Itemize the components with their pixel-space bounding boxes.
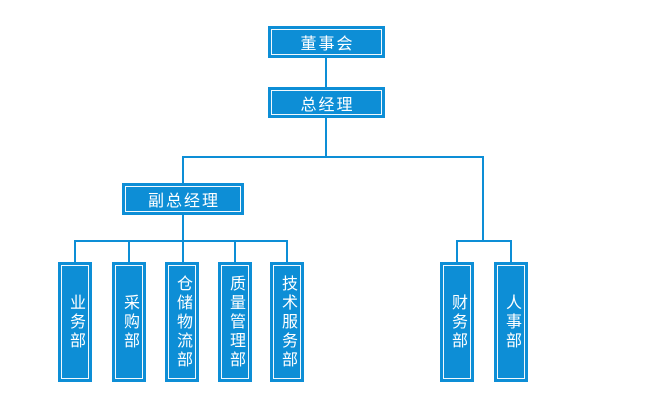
connector-deputy-gm-down (182, 214, 184, 242)
connector-stub-finance-dept (456, 240, 458, 262)
org-node-hr-dept: 人事部 (494, 262, 528, 382)
connector-stub-warehouse-logistics-dept (182, 240, 184, 262)
connector-stub-quality-management-dept (234, 240, 236, 262)
connector-stub-technical-service-dept (286, 240, 288, 262)
org-node-deputy-general-manager-label: 副总经理 (147, 193, 220, 210)
org-node-general-manager: 总经理 (268, 87, 385, 118)
org-node-quality-management-dept: 质量管理部 (218, 262, 252, 382)
org-node-warehouse-logistics-dept-label: 仓储物流部 (174, 274, 191, 370)
org-node-quality-management-dept-label: 质量管理部 (227, 274, 244, 370)
org-node-warehouse-logistics-dept: 仓储物流部 (165, 262, 199, 382)
org-node-general-manager-label: 总经理 (300, 96, 355, 114)
org-node-purchasing-dept: 采购部 (112, 262, 146, 382)
connector-stub-business-dept (74, 240, 76, 262)
connector-stub-purchasing-dept (128, 240, 130, 262)
connector-level2-horizontal (182, 156, 484, 158)
org-node-business-dept-label: 业务部 (67, 293, 84, 351)
org-node-finance-dept: 财务部 (440, 262, 474, 382)
org-node-board-label: 董事会 (300, 36, 355, 53)
connector-stub-hr-dept (510, 240, 512, 262)
connector-drop-to-right-group (482, 156, 484, 242)
connector-right-departments-horizontal (456, 240, 512, 242)
connector-left-departments-horizontal (74, 240, 288, 242)
org-node-hr-dept-label: 人事部 (503, 293, 520, 351)
org-node-finance-dept-label: 财务部 (449, 293, 466, 351)
org-node-technical-service-dept: 技术服务部 (270, 262, 304, 382)
org-node-business-dept: 业务部 (58, 262, 92, 382)
connector-drop-to-deputy-gm (182, 156, 184, 183)
connector-gm-down (325, 118, 327, 156)
org-node-purchasing-dept-label: 采购部 (121, 293, 138, 351)
connector-board-to-gm (325, 58, 327, 87)
org-node-technical-service-dept-label: 技术服务部 (279, 274, 296, 370)
org-node-deputy-general-manager: 副总经理 (122, 183, 244, 215)
org-node-board: 董事会 (268, 26, 385, 58)
